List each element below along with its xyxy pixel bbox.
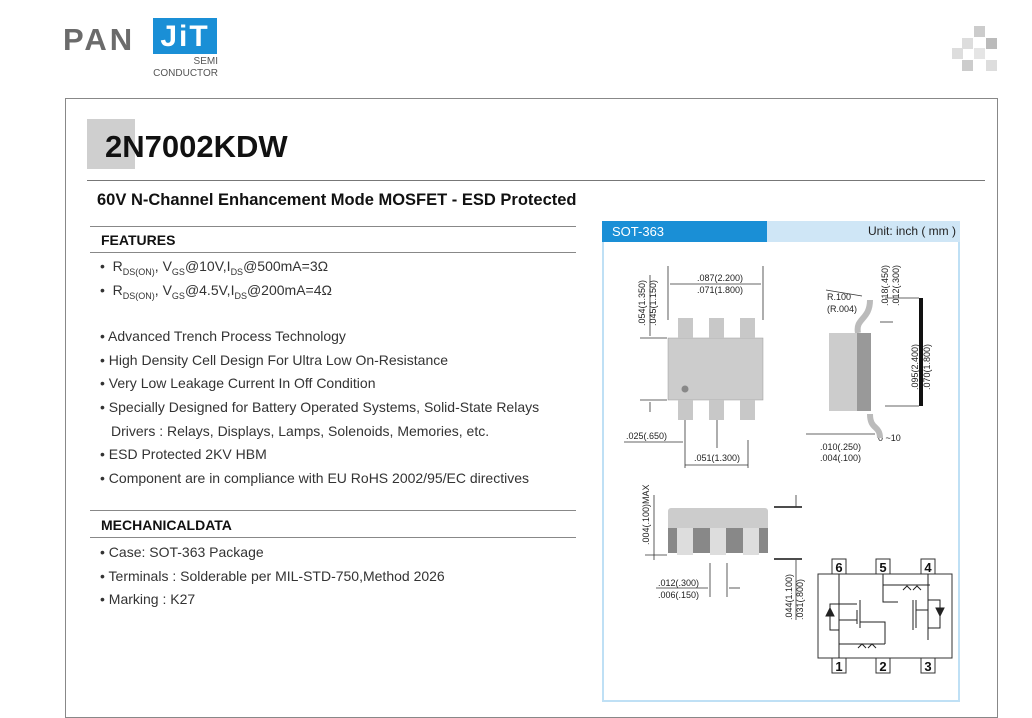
dim-h-max: .054(1.350) [637, 280, 647, 326]
dim-h-min: .045(1.150) [648, 280, 658, 326]
dim-f-max: .010(.250) [820, 442, 861, 452]
part-number: 2N7002KDW [105, 129, 288, 164]
feature-item: • Component are in compliance with EU Ro… [100, 470, 530, 486]
feature-item: • High Density Cell Design For Ultra Low… [100, 352, 449, 368]
mechanical-item: • Marking : K27 [100, 591, 196, 607]
dim-width-min: .071(1.800) [697, 285, 743, 295]
dim-k-min: .031(.800) [795, 579, 805, 620]
feature-item: • Specially Designed for Battery Operate… [100, 399, 540, 415]
package-unit: Unit: inch ( mm ) [867, 224, 956, 238]
divider [90, 510, 576, 511]
feature-rds-1: • RDS(ON), VGS@10V,IDS@500mA=3Ω [100, 258, 329, 277]
feature-item: • Advanced Trench Process Technology [100, 328, 346, 344]
divider [87, 180, 985, 181]
dim-g-max: .012(.300) [658, 578, 699, 588]
dim-pitch: .025(.650) [626, 431, 667, 441]
tagline-conductor: CONDUCTOR [153, 68, 218, 79]
dim-angle: 0 ~10 [878, 433, 901, 443]
dim-l-max: .095(2.400) [910, 344, 920, 390]
package-drawing: .087(2.200) .071(1.800) .054(1.350) .045… [624, 265, 953, 674]
feature-item: • Very Low Leakage Current In Off Condit… [100, 375, 376, 391]
dim-width-max: .087(2.200) [697, 273, 743, 283]
pin-4: 4 [924, 560, 932, 575]
dim-standoff: .004(.100)MAX [641, 484, 651, 545]
mechanical-heading: MECHANICALDATA [101, 517, 232, 533]
feature-item: • ESD Protected 2KV HBM [100, 446, 267, 462]
subtitle: 60V N-Channel Enhancement Mode MOSFET - … [97, 191, 577, 209]
divider [90, 226, 576, 227]
dim-k-max: .044(1.100) [784, 574, 794, 620]
dim-span: .051(1.300) [694, 453, 740, 463]
dim-t-min: .012(.300) [891, 265, 901, 306]
package-name: SOT-363 [602, 221, 767, 242]
dim-f-min: .004(.100) [820, 453, 861, 463]
logo-jit: JiT [153, 18, 217, 54]
pin-6: 6 [835, 560, 842, 575]
dim-radius: R.100 [827, 292, 851, 302]
pin-1: 1 [835, 659, 842, 674]
feature-rds-2: • RDS(ON), VGS@4.5V,IDS@200mA=4Ω [100, 282, 332, 301]
divider [90, 252, 576, 253]
tagline-semi: SEMI [193, 56, 218, 67]
dim-t-max: .018(.450) [880, 265, 890, 306]
feature-item: Drivers : Relays, Displays, Lamps, Solen… [111, 423, 490, 439]
divider [90, 537, 576, 538]
features-heading: FEATURES [101, 232, 176, 248]
pin-5: 5 [879, 560, 886, 575]
dim-radius-2: (R.004) [827, 304, 857, 314]
mechanical-item: • Terminals : Solderable per MIL-STD-750… [100, 568, 445, 584]
mechanical-item: • Case: SOT-363 Package [100, 544, 264, 560]
dim-l-min: .070(1.800) [922, 344, 932, 390]
title-accent [87, 119, 135, 169]
dim-g-min: .006(.150) [658, 590, 699, 600]
pin-3: 3 [924, 659, 931, 674]
logo-pan: PAN [63, 22, 136, 57]
pin-2: 2 [879, 659, 886, 674]
